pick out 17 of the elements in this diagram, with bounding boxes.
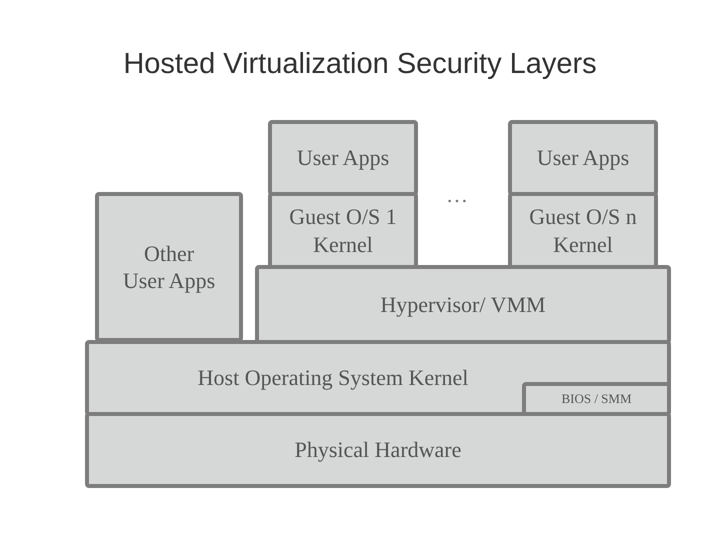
layer-label: BIOS / SMM (561, 390, 632, 408)
layer-block (85, 340, 671, 416)
layer-block (85, 412, 671, 488)
layer-block (255, 265, 671, 344)
layer-label: User Apps (536, 144, 630, 172)
layer-label: Guest O/S n Kernel (528, 203, 638, 258)
slide-title: Hosted Virtualization Security Layers (123, 48, 597, 81)
layer-block (508, 120, 658, 196)
layer-label: Host Operating System Kernel (198, 364, 468, 392)
layer-label: Hypervisor/ VMM (380, 290, 546, 318)
ellipsis-text: … (446, 182, 468, 208)
layer-label: Other User Apps (122, 240, 216, 294)
layer-label: Guest O/S 1 Kernel (288, 203, 398, 258)
layer-label: Physical Hardware (294, 436, 462, 464)
layer-block (268, 120, 418, 196)
layer-label: User Apps (296, 144, 390, 172)
layer-block (95, 192, 243, 342)
